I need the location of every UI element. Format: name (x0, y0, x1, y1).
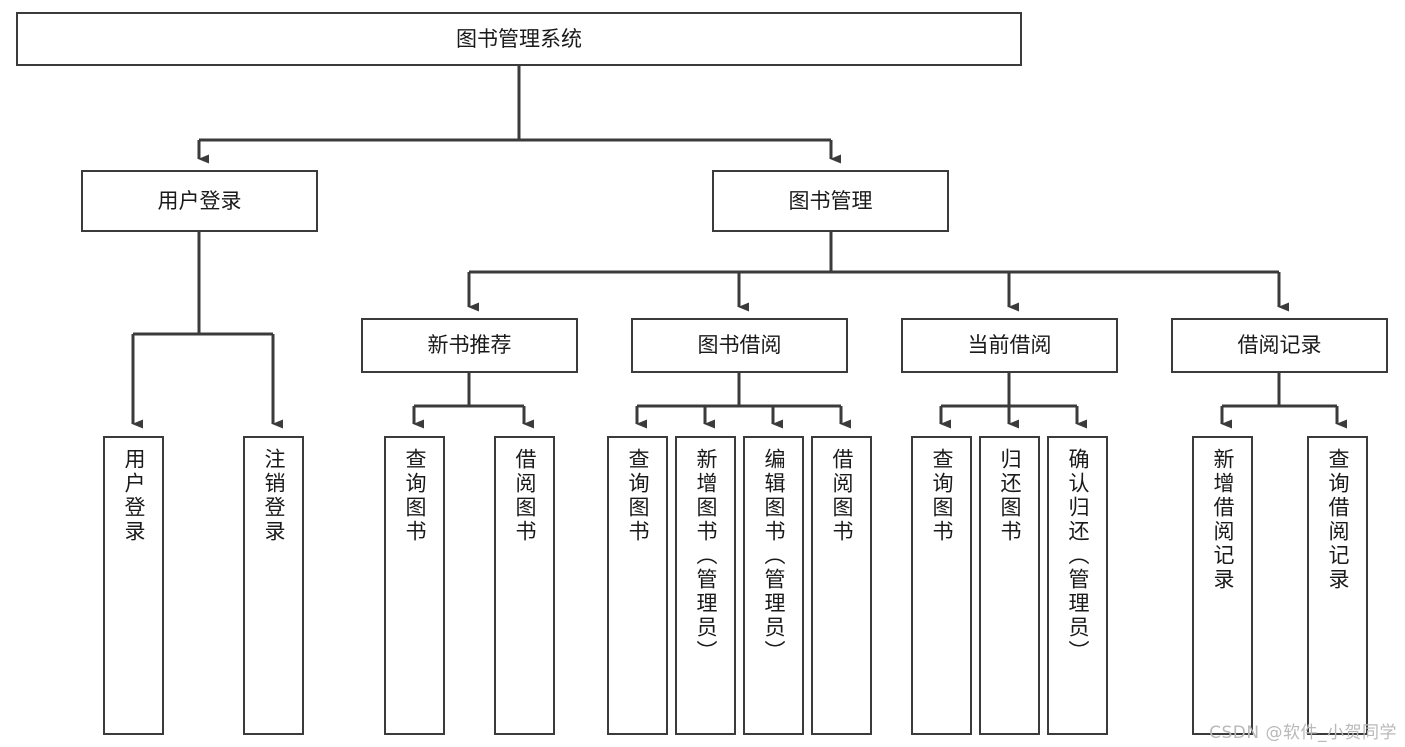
node-leaf-query-book-2-label: 查询图书 (626, 448, 650, 544)
node-leaf-edit-book-label: 编辑图书（管理员） (762, 448, 786, 664)
node-leaf-borrow-book-1-label: 借阅图书 (513, 448, 537, 544)
watermark-text: CSDN @软件_小贺同学 (1209, 723, 1397, 743)
node-leaf-add-book-label: 新增图书（管理员） (694, 448, 718, 664)
node-leaf-user-login-label: 用户登录 (122, 448, 146, 544)
node-current-borrow[interactable]: 当前借阅 (901, 318, 1118, 373)
node-leaf-query-book-3-label: 查询图书 (930, 448, 954, 544)
node-user-login-label: 用户登录 (157, 188, 242, 213)
node-leaf-query-book-1[interactable]: 查询图书 (384, 436, 445, 735)
node-book-borrow-label: 图书借阅 (697, 333, 782, 358)
node-book-manage[interactable]: 图书管理 (712, 170, 949, 232)
node-leaf-borrow-book-2[interactable]: 借阅图书 (811, 436, 872, 735)
node-leaf-logout-label: 注销登录 (262, 448, 286, 544)
node-book-borrow[interactable]: 图书借阅 (631, 318, 848, 373)
node-user-login[interactable]: 用户登录 (81, 170, 318, 232)
node-new-book-rec-label: 新书推荐 (427, 333, 512, 358)
node-leaf-query-record-label: 查询借阅记录 (1326, 448, 1350, 592)
node-leaf-query-book-2[interactable]: 查询图书 (607, 436, 668, 735)
node-root-label: 图书管理系统 (456, 26, 582, 51)
node-leaf-confirm-return-label: 确认归还（管理员） (1066, 448, 1090, 664)
node-leaf-borrow-book-1[interactable]: 借阅图书 (494, 436, 555, 735)
node-current-borrow-label: 当前借阅 (967, 333, 1052, 358)
node-leaf-add-book[interactable]: 新增图书（管理员） (675, 436, 736, 735)
node-leaf-user-login[interactable]: 用户登录 (103, 436, 164, 735)
node-leaf-add-record-label: 新增借阅记录 (1211, 448, 1235, 592)
node-leaf-add-record[interactable]: 新增借阅记录 (1192, 436, 1253, 735)
node-leaf-query-book-3[interactable]: 查询图书 (911, 436, 972, 735)
node-new-book-rec[interactable]: 新书推荐 (361, 318, 578, 373)
node-leaf-query-record[interactable]: 查询借阅记录 (1307, 436, 1368, 735)
node-leaf-return-book-label: 归还图书 (998, 448, 1022, 544)
node-root[interactable]: 图书管理系统 (16, 12, 1022, 66)
node-leaf-query-book-1-label: 查询图书 (403, 448, 427, 544)
node-borrow-record-label: 借阅记录 (1237, 333, 1322, 358)
node-borrow-record[interactable]: 借阅记录 (1171, 318, 1388, 373)
node-leaf-borrow-book-2-label: 借阅图书 (830, 448, 854, 544)
node-leaf-return-book[interactable]: 归还图书 (979, 436, 1040, 735)
node-leaf-confirm-return[interactable]: 确认归还（管理员） (1047, 436, 1108, 735)
node-book-manage-label: 图书管理 (788, 188, 873, 213)
node-leaf-logout[interactable]: 注销登录 (243, 436, 304, 735)
node-leaf-edit-book[interactable]: 编辑图书（管理员） (743, 436, 804, 735)
